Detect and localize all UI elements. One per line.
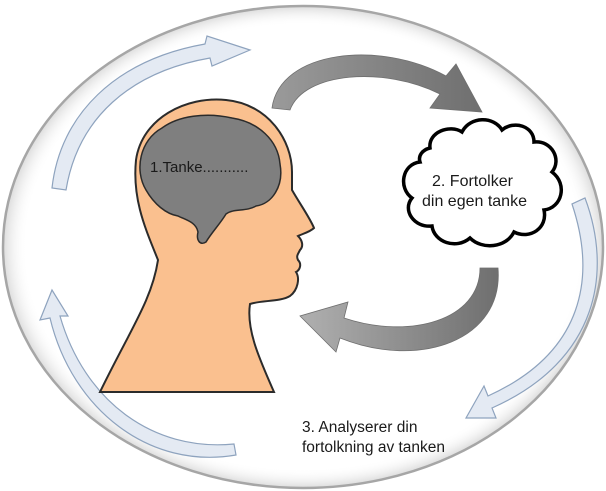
step3-label-line2: fortolkning av tanken bbox=[302, 439, 445, 456]
inner-arrow-top bbox=[271, 54, 483, 113]
step2-label-line2: din egen tanke bbox=[422, 193, 527, 210]
step2-label-line1: 2. Fortolker bbox=[432, 173, 514, 190]
step1-label: 1.Tanke........... bbox=[150, 159, 248, 176]
outer-arrow-bottom-left bbox=[39, 288, 237, 458]
outer-arrow-right bbox=[464, 197, 598, 419]
thought-cloud bbox=[401, 118, 563, 248]
step3-label-line1: 3. Analyserer din bbox=[302, 419, 417, 436]
outer-arrow-top-left bbox=[51, 35, 252, 191]
inner-arrow-bottom bbox=[299, 267, 499, 353]
brain-shape bbox=[139, 114, 282, 244]
